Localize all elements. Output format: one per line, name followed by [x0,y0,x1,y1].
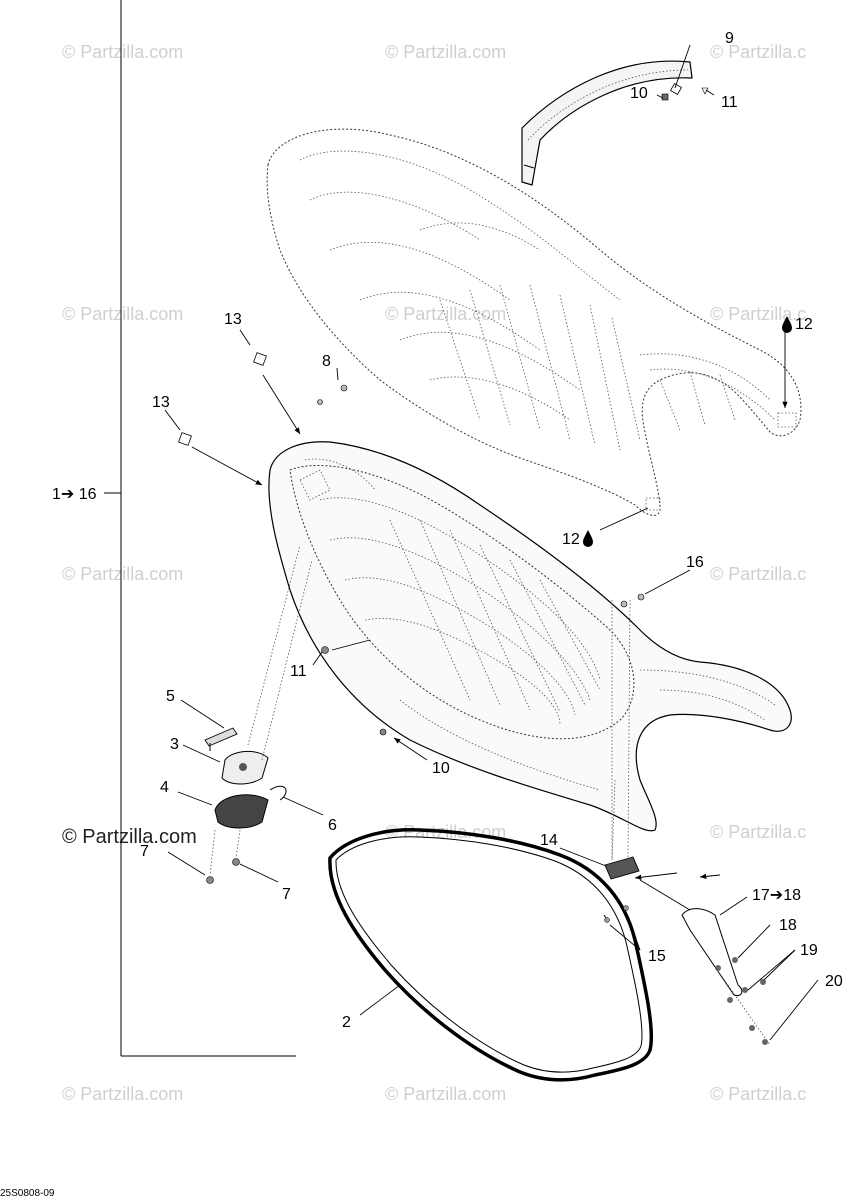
watermark: © Partzilla.com [62,304,183,324]
label-part-9[interactable]: 9 [725,30,734,47]
label-part-12: 12 [562,531,580,548]
label-part-18[interactable]: 18 [779,917,797,934]
label-part-12: 12 [795,316,813,333]
label-part-14[interactable]: 14 [540,832,558,849]
label-part-4[interactable]: 4 [160,779,169,796]
watermark: © Partzilla.com [385,42,506,62]
seat-gasket [328,828,654,1082]
label-part-3[interactable]: 3 [170,736,179,753]
label-part-20[interactable]: 20 [825,973,843,990]
watermark: © Partzilla.com [62,564,183,584]
label-part-11[interactable]: 11 [721,94,738,111]
label-part-5[interactable]: 5 [166,688,175,705]
watermark: © Partzilla.com [385,1084,506,1104]
watermark: © Partzilla.c [710,822,806,842]
label-assembly-1-16[interactable]: 1➔ 16 [52,486,97,503]
part-labels: 9 10 11 12 13 8 13 1➔ 16 12 16 5 11 3 4 … [52,30,843,1031]
seat-cover [266,128,802,516]
label-part-12-bottom[interactable]: 12 [562,530,593,548]
drop-icon [583,530,593,547]
label-part-7[interactable]: 7 [140,843,149,860]
label-part-10[interactable]: 10 [432,760,450,777]
grab-handle-strap [521,60,709,186]
label-part-6[interactable]: 6 [328,817,337,834]
label-part-13[interactable]: 13 [224,311,242,328]
watermark: © Partzilla.c [710,1084,806,1104]
seat-base [268,441,792,832]
leader-lines [164,44,819,1041]
label-part-10[interactable]: 10 [630,85,648,102]
latch-parts [204,544,313,884]
watermark: © Partzilla.c [710,304,806,324]
assembly-bracket [104,0,296,1057]
drop-icon [782,316,792,333]
label-part-11[interactable]: 11 [290,663,307,680]
label-assembly-17-18[interactable]: 17➔18 [752,887,801,904]
label-part-16[interactable]: 16 [686,554,704,571]
label-part-2[interactable]: 2 [342,1014,351,1031]
label-part-7[interactable]: 7 [282,886,291,903]
label-part-15[interactable]: 15 [648,948,666,965]
watermark: © Partzilla.c [710,42,806,62]
bracket-parts [603,599,771,1046]
label-part-8[interactable]: 8 [322,353,331,370]
label-part-12-top[interactable]: 12 [782,316,813,333]
watermark: © Partzilla.com [62,42,183,62]
watermark: © Partzilla.com [62,1084,183,1104]
fasteners [178,352,645,736]
label-part-13[interactable]: 13 [152,394,170,411]
watermark: © Partzilla.c [710,564,806,584]
label-part-19[interactable]: 19 [800,942,818,959]
watermark: © Partzilla.com [62,826,197,848]
watermark: © Partzilla.com [385,304,506,324]
diagram-reference-code: 25S0808-09 [0,1188,55,1199]
